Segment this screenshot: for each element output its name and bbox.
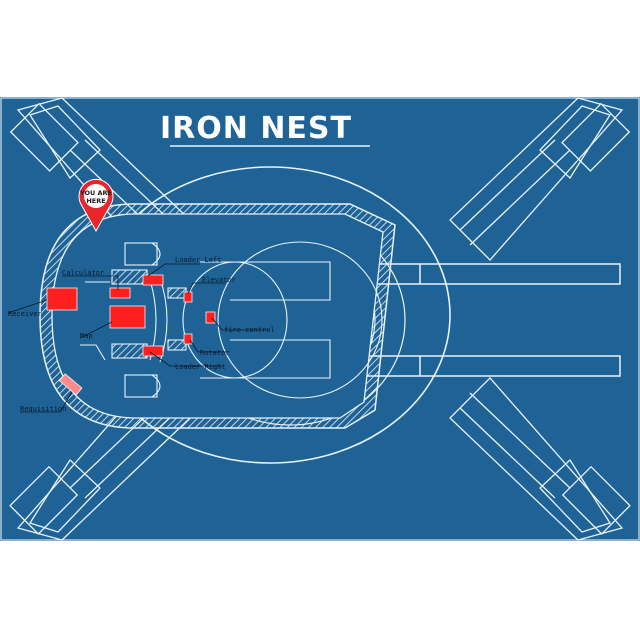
label-fire-control: fire control: [224, 326, 275, 334]
room-fire-control[interactable]: [205, 311, 216, 324]
label-loader-left: Loader Left: [175, 256, 221, 264]
room-loader-left[interactable]: [142, 274, 164, 286]
label-calculator: Calculator: [62, 269, 104, 277]
label-leaders: [7, 263, 268, 413]
leg-top-right: [449, 97, 631, 261]
pin-line-1: YOU ARE: [79, 189, 112, 197]
room-calculator[interactable]: [109, 287, 131, 299]
room-elevator[interactable]: [183, 291, 193, 303]
hull-wall: [39, 203, 396, 429]
you-are-here-pin: YOU ARE HERE: [78, 178, 114, 233]
rooms: [46, 274, 216, 396]
label-receiver: Receiver: [8, 310, 42, 318]
room-receiver[interactable]: [46, 287, 78, 311]
room-requisition[interactable]: [58, 373, 83, 396]
room-rotator[interactable]: [183, 333, 193, 345]
room-labels: Calculator Loader Left Elevator Receiver…: [8, 256, 275, 413]
room-map[interactable]: [109, 305, 146, 329]
label-elevator: Elevator: [202, 276, 236, 284]
label-rotator: Rotator: [200, 349, 230, 357]
leg-bottom-right: [449, 377, 631, 541]
label-map: Map: [80, 332, 93, 340]
label-loader-right: Loader Right: [175, 363, 226, 371]
pin-line-2: HERE: [86, 197, 105, 205]
interior-structures: [80, 241, 383, 399]
label-requisition: Requisition: [20, 405, 66, 413]
title-text: IRON NEST: [160, 111, 352, 146]
room-loader-right[interactable]: [142, 345, 164, 357]
map-title: IRON NEST: [160, 111, 370, 147]
